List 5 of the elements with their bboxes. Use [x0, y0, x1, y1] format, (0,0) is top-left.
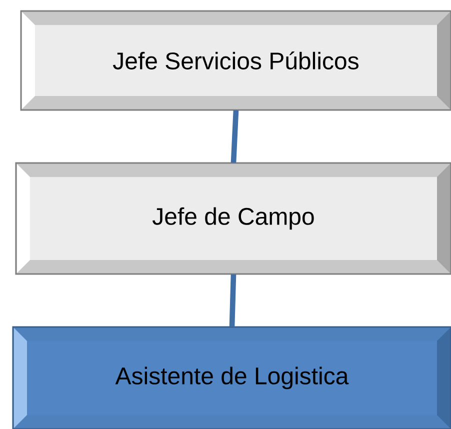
- org-box: Jefe de Campo: [15, 162, 451, 275]
- connector-line: [229, 274, 236, 327]
- org-box: Jefe Servicios Públicos: [20, 10, 451, 111]
- connector-line: [230, 110, 239, 163]
- org-box: Asistente de Logistica: [12, 326, 451, 429]
